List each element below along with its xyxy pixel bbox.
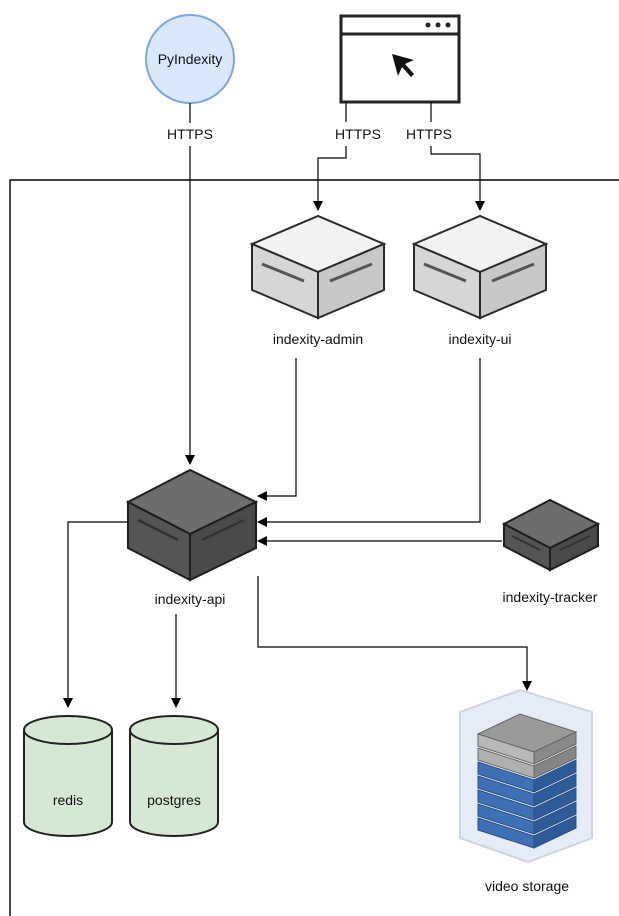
- postgres-database-node: postgres: [129, 715, 219, 837]
- ui-label: indexity-ui: [448, 331, 511, 347]
- server-rack-icon: [459, 688, 593, 864]
- edge-browser-to-ui: HTTPS: [406, 102, 485, 211]
- edge-label-https: HTTPS: [406, 126, 452, 142]
- server-light-icon: [411, 214, 549, 320]
- edge-label-https: HTTPS: [335, 126, 381, 142]
- edge-label-https: HTTPS: [167, 126, 213, 142]
- edge-api-to-redis: [63, 521, 128, 708]
- server-light-icon: [249, 214, 387, 320]
- edge-api-to-video-storage: [257, 576, 532, 691]
- redis-database-node: redis: [23, 715, 113, 837]
- server-dark-icon: [501, 498, 601, 572]
- pyindexity-label: PyIndexity: [158, 51, 223, 67]
- edge-browser-to-admin: HTTPS: [313, 102, 381, 211]
- admin-label: indexity-admin: [273, 331, 363, 347]
- postgres-label: postgres: [147, 792, 201, 808]
- edge-pyindexity-to-api: HTTPS: [167, 103, 213, 465]
- video-storage-label: video storage: [485, 878, 569, 894]
- browser-window-cursor-icon: [339, 14, 461, 104]
- redis-label: redis: [53, 792, 83, 808]
- api-label: indexity-api: [155, 591, 226, 607]
- edge-admin-to-api: [257, 358, 297, 501]
- edge-ui-to-api: [257, 358, 481, 527]
- tracker-label: indexity-tracker: [503, 589, 598, 605]
- cluster-boundary: [9, 179, 619, 916]
- server-dark-icon: [125, 468, 259, 582]
- pyindexity-node: PyIndexity: [145, 14, 235, 104]
